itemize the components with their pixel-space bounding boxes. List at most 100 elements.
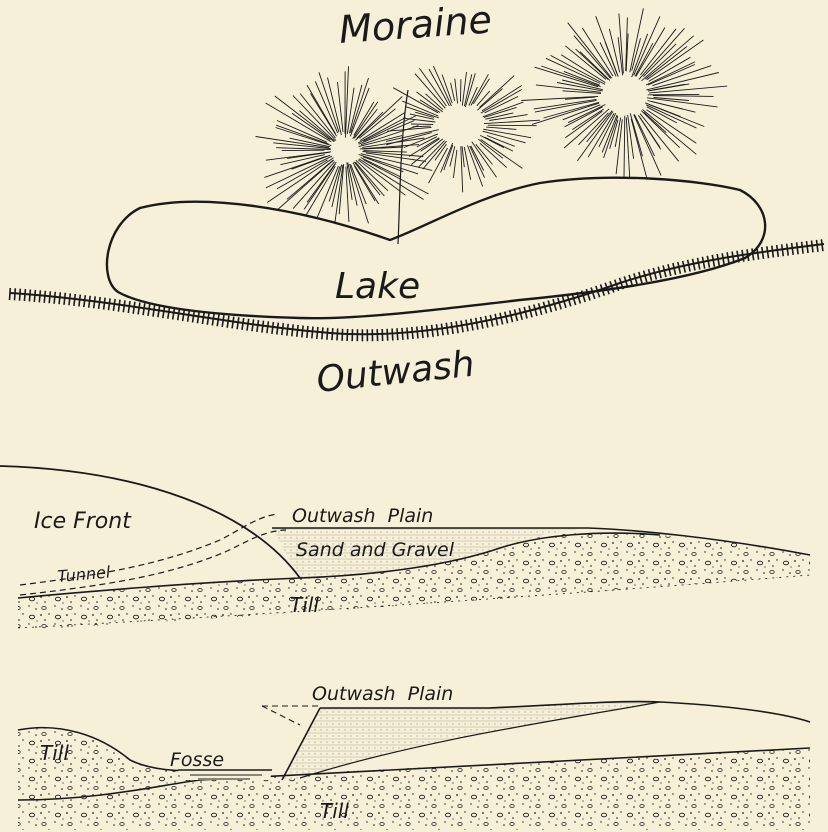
outwash-hachure-tick bbox=[158, 306, 160, 318]
outwash-hachure-tick bbox=[307, 326, 308, 338]
moraine-hachure-stroke bbox=[647, 40, 704, 80]
moraine-hachure-stroke bbox=[653, 96, 714, 97]
moraine-hachure-stroke bbox=[624, 116, 625, 177]
outwash-hachure-tick bbox=[247, 319, 249, 331]
outwash-hachure-tick bbox=[317, 327, 318, 339]
outwash-hachure-tick bbox=[782, 244, 784, 256]
moraine-hachure-stroke bbox=[470, 146, 485, 178]
sand-gravel-label: Sand and Gravel bbox=[296, 539, 455, 561]
outwash-hachure-tick bbox=[282, 323, 284, 335]
till-label-lower: Till bbox=[320, 799, 349, 823]
outwash-hachure-tick bbox=[34, 290, 35, 302]
outwash-hachure-tick bbox=[451, 322, 453, 334]
till-label: Till bbox=[290, 593, 319, 617]
outwash-hachure-tick bbox=[397, 328, 398, 340]
outwash-hachure-tick bbox=[222, 315, 224, 327]
outwash-hachure-tick bbox=[109, 298, 111, 310]
cross-section-ice-front: Ice Front Outwash Plain Sand and Gravel … bbox=[0, 466, 810, 630]
outwash-hachure-tick bbox=[292, 324, 293, 336]
outwash-hachure-tick bbox=[797, 242, 799, 254]
outwash-hachure-tick bbox=[212, 314, 214, 326]
outwash-hachure-tick bbox=[402, 328, 403, 340]
moraine-hachure-stroke bbox=[277, 160, 334, 210]
outwash-hachure-tick bbox=[417, 327, 418, 339]
till-layer-lower bbox=[170, 748, 810, 830]
moraine-hachure-stroke bbox=[652, 66, 711, 86]
outwash-hachure-tick bbox=[817, 240, 818, 252]
moraine-hachure-stroke bbox=[483, 102, 524, 117]
outwash-hachure-tick bbox=[262, 321, 264, 333]
outwash-hachure-tick bbox=[437, 324, 439, 336]
moraine-hachure-stroke bbox=[648, 65, 695, 85]
outwash-hachure-tick bbox=[446, 323, 448, 335]
outwash-hachure-tick bbox=[183, 309, 185, 321]
outwash-hachure-tick bbox=[10, 288, 11, 300]
outwash-hachure-tick bbox=[29, 290, 30, 302]
map-view: Moraine Lake Outwash bbox=[10, 0, 825, 401]
moraine-hachure-stroke bbox=[568, 23, 612, 78]
outwash-hachure-tick bbox=[163, 306, 165, 318]
cross-section-fosse: Outwash Plain Fosse Till Till bbox=[18, 683, 810, 830]
outwash-hachure-tick bbox=[481, 317, 483, 329]
outwash-hachure-tick bbox=[287, 324, 288, 336]
outwash-hachure-tick bbox=[471, 319, 473, 331]
moraine-hachure-stroke bbox=[649, 86, 727, 93]
outwash-hachure-tick bbox=[133, 302, 135, 314]
moraine-hachure-stroke bbox=[351, 164, 367, 204]
moraine-hachure-stroke bbox=[577, 112, 613, 161]
outwash-hachure-tick bbox=[128, 301, 130, 313]
outwash-hachure-tick bbox=[347, 329, 348, 341]
outwash-hachure-tick bbox=[257, 320, 259, 332]
outwash-hachure-tick bbox=[39, 290, 40, 302]
lake-label: Lake bbox=[335, 266, 420, 307]
moraine-hachure-stroke bbox=[478, 139, 503, 158]
moraine-hachure-stroke bbox=[640, 29, 676, 75]
outwash-hachure-tick bbox=[59, 292, 60, 304]
outwash-hachure-tick bbox=[24, 289, 25, 301]
outwash-hachure-tick bbox=[332, 328, 333, 340]
outwash-hachure-tick bbox=[272, 322, 274, 334]
outwash-hachure-tick bbox=[232, 317, 234, 329]
moraine-label: Moraine bbox=[338, 0, 494, 52]
outwash-hachure-tick bbox=[762, 247, 764, 259]
moraine-hachure-stroke bbox=[643, 44, 676, 77]
outwash-hachure-tick bbox=[99, 297, 101, 309]
moraine-hachure-stroke bbox=[534, 99, 597, 109]
outwash-hachure-tick bbox=[197, 311, 199, 323]
outwash-hachure-tick bbox=[148, 304, 150, 316]
outwash-hachure-tick bbox=[173, 308, 175, 320]
outwash-hachure-tick bbox=[237, 317, 239, 329]
outwash-hachure-tick bbox=[207, 313, 209, 325]
outwash-hachure-tick bbox=[821, 239, 823, 251]
outwash-hachure-tick bbox=[422, 326, 423, 338]
outwash-hachure-tick bbox=[118, 300, 120, 312]
moraine-hachure-stroke bbox=[453, 150, 457, 178]
moraine-hachure-stroke bbox=[468, 145, 483, 186]
moraine-hachure-stroke bbox=[450, 146, 455, 166]
moraine-hachure-stroke bbox=[455, 79, 458, 104]
outwash-hachure-tick bbox=[777, 245, 779, 257]
outwash-hachure-tick bbox=[432, 325, 434, 337]
outwash-hachure-tick bbox=[217, 314, 219, 326]
outwash-hachure-tick bbox=[153, 305, 155, 317]
outwash-hachure-tick bbox=[772, 246, 774, 258]
outwash-hachure-tick bbox=[143, 303, 145, 315]
moraine-hachure-stroke bbox=[486, 127, 516, 129]
outwash-hachure-tick bbox=[94, 296, 96, 308]
moraine-hachure-stroke bbox=[355, 166, 376, 201]
outwash-hachure-tick bbox=[123, 300, 125, 312]
moraine-hachure-stroke bbox=[646, 105, 696, 128]
moraine-hachure-stroke bbox=[563, 91, 601, 94]
outwash-hachure-tick bbox=[461, 321, 463, 333]
outwash-hachure-tick bbox=[202, 312, 204, 324]
outwash-hachure-tick bbox=[757, 248, 759, 260]
outwash-hachure-tick bbox=[54, 292, 55, 304]
outwash-hachure-tick bbox=[20, 289, 21, 301]
outwash-hachure-tick bbox=[277, 323, 279, 335]
outwash-hachure-tick bbox=[327, 328, 328, 340]
moraine-hachure-stroke bbox=[544, 102, 600, 118]
fosse-projection-dashed bbox=[262, 706, 320, 725]
outwash-hachure-tick bbox=[44, 291, 45, 303]
outwash-plain-label: Outwash Plain bbox=[292, 505, 433, 527]
